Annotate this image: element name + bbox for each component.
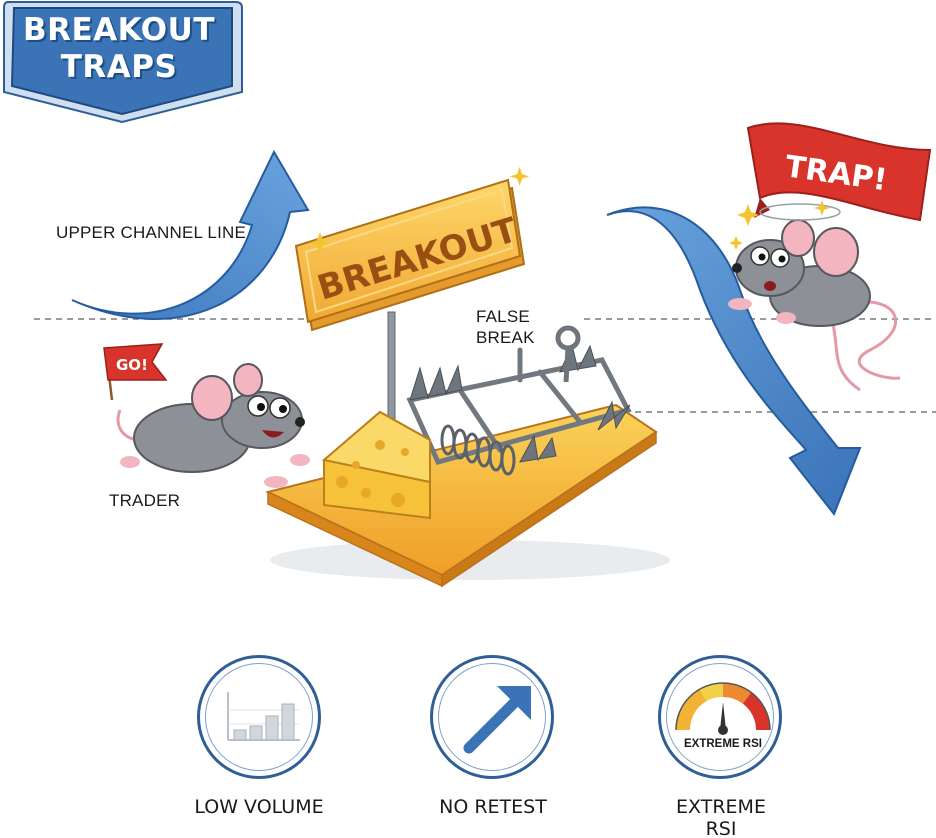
go-flag-label: GO! — [116, 356, 148, 374]
title-line-2: TRAPS — [60, 49, 178, 85]
no-retest-indicator — [430, 655, 554, 779]
no-retest-caption: NO RETEST — [439, 796, 547, 818]
breakout-sign: BREAKOUT — [294, 178, 526, 332]
cheese-icon — [321, 410, 431, 520]
extreme-rsi-caption: EXTREME RSI — [632, 796, 810, 838]
title-line-1: BREAKOUT — [23, 12, 215, 48]
extreme-rsi-indicator: EXTREME RSI — [658, 655, 782, 779]
down-arrow-icon — [606, 206, 862, 516]
extreme-rsi-caption-line-1: EXTREME — [676, 796, 766, 818]
extreme-rsi-caption-line-2: RSI — [705, 818, 737, 838]
false-break-line-1: FALSE — [476, 307, 530, 326]
trap-flag: TRAP! — [746, 122, 932, 222]
low-volume-indicator — [197, 655, 321, 779]
gauge-icon — [675, 682, 771, 735]
mouse-trapped-icon — [728, 200, 901, 392]
page-title: BREAKOUT TRAPS — [6, 12, 232, 86]
false-break-line-2: BREAK — [476, 328, 535, 347]
low-volume-caption: LOW VOLUME — [194, 796, 324, 818]
title-badge — [3, 0, 243, 124]
false-break-label: FALSE BREAK — [476, 306, 535, 348]
bar-chart-icon — [227, 692, 300, 741]
trader-label: TRADER — [109, 491, 181, 510]
upper-channel-label: UPPER CHANNEL LINE — [56, 223, 247, 242]
mouse-trader-icon — [116, 363, 310, 488]
extreme-rsi-gauge-label: EXTREME RSI — [684, 738, 762, 750]
go-flag: GO! — [103, 343, 168, 401]
up-arrow-icon — [71, 149, 310, 320]
title-area: BREAKOUT TRAPS — [0, 0, 244, 126]
arrow-up-right-icon — [463, 686, 531, 754]
